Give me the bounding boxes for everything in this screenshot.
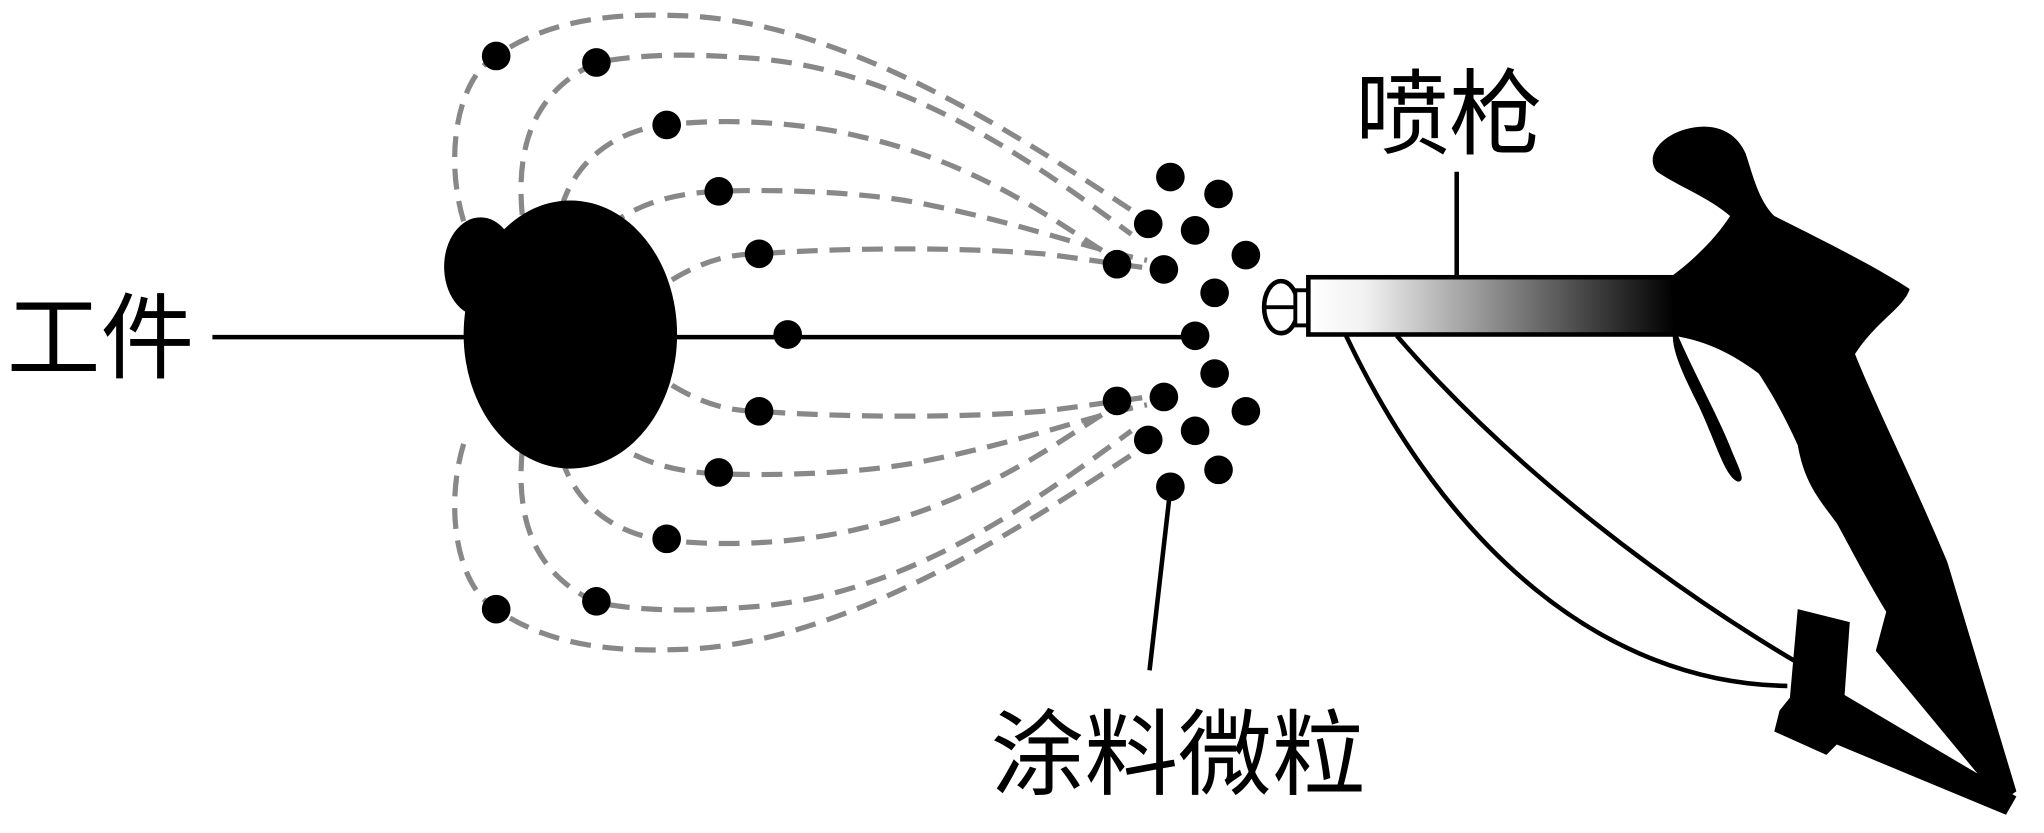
field-line <box>452 443 1146 653</box>
workpiece-label: 工件 <box>7 285 194 394</box>
paint-particle <box>704 177 734 206</box>
gun-hose <box>1395 334 1797 664</box>
paint-particle <box>1204 455 1233 485</box>
paint-particle <box>1102 249 1132 279</box>
field-line <box>452 12 1146 223</box>
paint-particle <box>481 41 511 71</box>
field-line <box>558 119 1119 263</box>
paint-particle <box>1180 216 1210 245</box>
gun-body <box>1652 126 2017 802</box>
field-line <box>518 52 1133 237</box>
paint-particle <box>1133 209 1163 239</box>
gun-hose <box>1344 334 1788 689</box>
field-line <box>670 246 1161 283</box>
paint-particle <box>1180 416 1210 446</box>
paint-particle <box>1200 359 1229 388</box>
field-lines <box>452 12 1161 653</box>
paint-particle <box>704 458 734 487</box>
workpiece-body <box>463 200 678 469</box>
paint-particle <box>1149 382 1179 412</box>
paint-particle <box>1200 278 1229 308</box>
paint-particle <box>1102 386 1132 416</box>
spray-gun-label: 喷枪 <box>1355 61 1542 170</box>
spray-gun <box>1261 126 2017 815</box>
paint-particle <box>652 524 681 554</box>
paint-particle <box>773 320 803 349</box>
field-line <box>605 402 1148 478</box>
field-line <box>558 402 1119 547</box>
gun-grip-base <box>1774 609 2017 815</box>
paint-particle <box>1133 425 1163 455</box>
paint-particle <box>582 587 611 616</box>
paint-particle <box>1204 179 1233 209</box>
paint-particle <box>582 48 611 77</box>
paint-particle <box>1156 472 1185 502</box>
paint-particle <box>481 594 511 624</box>
field-line <box>605 187 1148 263</box>
gun-trigger <box>1672 335 1742 482</box>
paint-particles-pointer-line <box>1147 499 1172 671</box>
gun-barrel <box>1306 274 1678 337</box>
paint-particles-label: 涂料微粒 <box>991 701 1366 810</box>
paint-particle <box>652 110 681 140</box>
workpiece-shape <box>444 200 678 469</box>
paint-particle <box>744 396 774 426</box>
field-line <box>670 383 1161 419</box>
paint-particle <box>1231 240 1261 270</box>
field-line <box>518 428 1133 613</box>
paint-particle <box>1180 321 1210 351</box>
paint-particle <box>1149 255 1179 284</box>
paint-particle <box>1231 396 1261 426</box>
paint-particles <box>481 41 1261 624</box>
paint-particle <box>1156 162 1185 192</box>
paint-particle <box>744 239 774 269</box>
